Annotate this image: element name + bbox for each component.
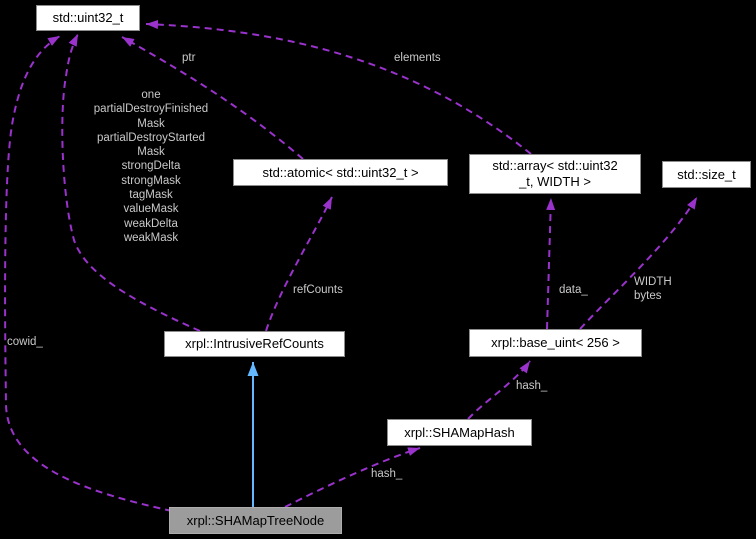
edge-label-data: data_ (559, 284, 588, 296)
node-std-atomic-uint32-t[interactable]: std::atomic< std::uint32_t > (233, 159, 448, 186)
edge-uint32-members (61, 33, 201, 332)
node-xrpl-shamaphash[interactable]: xrpl::SHAMapHash (387, 419, 532, 446)
edge-label-hash-lower: hash_ (371, 468, 403, 480)
edge-data (546, 197, 556, 330)
edge-label-cowid: cowid_ (7, 336, 43, 348)
node-std-size-t[interactable]: std::size_t (662, 161, 751, 188)
edge-elements (145, 19, 532, 155)
node-xrpl-shamaptreenode: xrpl::SHAMapTreeNode (169, 507, 342, 534)
node-xrpl-intrusiverefcounts[interactable]: xrpl::IntrusiveRefCounts (164, 331, 345, 357)
node-std-uint32-t[interactable]: std::uint32_t (36, 5, 140, 31)
edge-label-uint32-members: one partialDestroyFinished Mask partialD… (93, 89, 209, 244)
edge-label-ptr: ptr (182, 52, 196, 64)
edge-hash-to-base-uint (467, 360, 531, 420)
edge-cowid (4, 35, 173, 512)
edge-label-width-bytes: WIDTH bytes (634, 276, 672, 303)
edge-width-bytes (579, 196, 698, 330)
edge-label-refcounts: refCounts (293, 284, 343, 296)
edge-label-elements: elements (394, 52, 441, 64)
edge-ptr (121, 36, 304, 160)
node-std-array-uint32-width[interactable]: std::array< std::uint32 _t, WIDTH > (469, 154, 641, 194)
node-xrpl-base-uint-256[interactable]: xrpl::base_uint< 256 > (469, 329, 642, 357)
edge-refcounts (265, 196, 333, 332)
edge-hash-to-shamap-hash (284, 447, 421, 508)
edge-label-hash-upper: hash_ (516, 380, 548, 392)
